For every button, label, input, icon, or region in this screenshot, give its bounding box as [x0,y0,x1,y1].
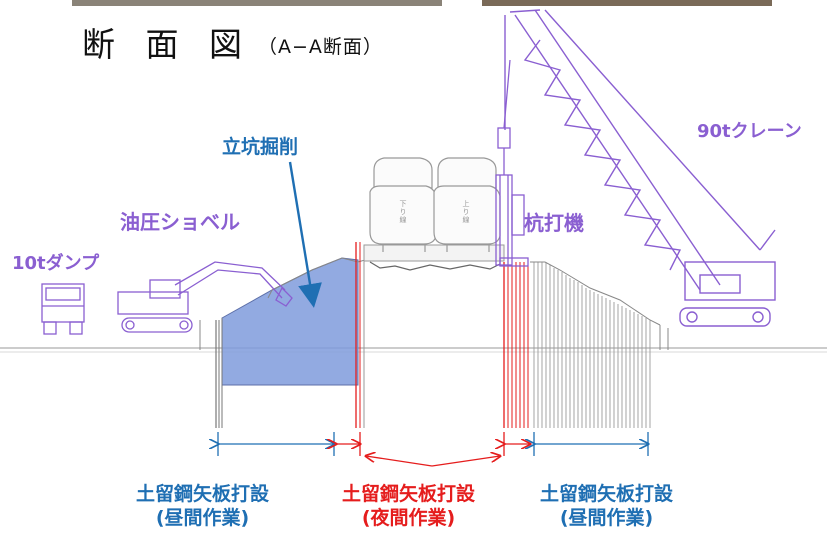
bottom-label-night: 土留鋼矢板打設 (夜間作業) [342,482,475,530]
train-down [369,157,437,252]
track-down-label: 下り線 [400,200,407,224]
hydraulic-shovel [117,261,293,333]
label-crane: 90tクレーン [697,121,802,142]
photo-strip-right [482,0,772,6]
track-bed [363,244,505,262]
diagram-subtitle: （A−A断面） [258,36,383,58]
night-pointer-left [366,456,433,467]
bottom-label-day-right: 土留鋼矢板打設 (昼間作業) [540,482,673,530]
bottom-label-day-left: 土留鋼矢板打設 (昼間作業) [136,482,269,530]
bottom-mid-line1: 土留鋼矢板打設 [342,483,476,505]
label-pile-driver: 杭打機 [524,211,584,235]
dump-truck [41,283,85,335]
photo-strip-left [72,0,442,6]
sheet-piles-right [533,262,651,428]
night-pointer-right [431,456,500,467]
label-shovel: 油圧ショベル [120,210,240,234]
excavation-arrow [288,161,322,308]
crane-90t [504,9,776,327]
label-excavation: 立坑掘削 [222,136,299,158]
bottom-left-line1: 土留鋼矢板打設 [136,483,270,505]
track-up-label: 上り線 [463,199,470,224]
label-dump: 10tダンプ [12,253,100,274]
bottom-right-line1: 土留鋼矢板打設 [540,483,674,505]
diagram-title: 断 面 図 [82,25,252,64]
bottom-left-line2: (昼間作業) [155,507,250,529]
bottom-right-line2: (昼間作業) [559,507,654,529]
excavation-area [221,257,359,386]
bottom-mid-line2: (夜間作業) [361,507,456,529]
embankment-right [530,261,661,326]
